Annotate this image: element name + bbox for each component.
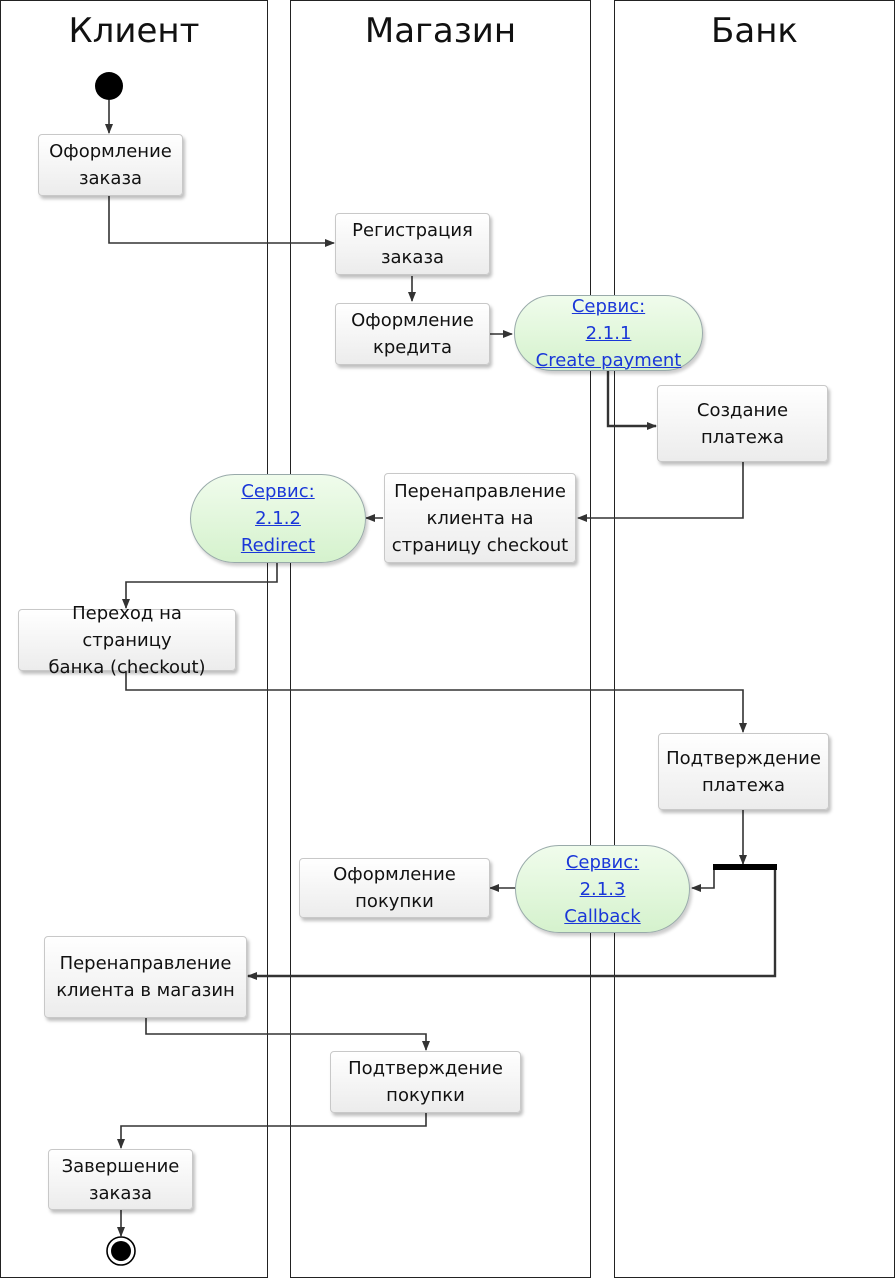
node-redirect-shop-label: Перенаправление клиента в магазин	[56, 953, 235, 1001]
node-order-complete: Завершение заказа	[48, 1149, 193, 1210]
service-callback-number[interactable]: 2.1.3	[579, 878, 626, 900]
service-callback[interactable]: Сервис: 2.1.3 Callback	[515, 845, 690, 933]
service-redirect[interactable]: Сервис: 2.1.2 Redirect	[190, 474, 366, 563]
node-payment-create: Создание платежа	[657, 385, 828, 462]
lane-bank: Банк	[614, 0, 895, 1278]
node-payment-confirm: Подтверждение платежа	[658, 733, 829, 810]
service-create-payment-title[interactable]: Сервис:	[571, 295, 646, 317]
node-purchase-form-label: Оформление покупки	[333, 864, 456, 912]
lane-title-shop: Магазин	[364, 11, 517, 51]
fork-bar	[713, 864, 777, 870]
node-goto-bank: Переход на страницу банка (checkout)	[18, 603, 236, 678]
node-order-complete-label: Завершение заказа	[61, 1155, 180, 1204]
service-callback-title[interactable]: Сервис:	[565, 851, 640, 873]
edge-fork-to-redirect-shop	[247, 868, 777, 980]
node-payment-create-label: Создание платежа	[696, 399, 789, 448]
start-node	[95, 72, 123, 100]
service-redirect-number[interactable]: 2.1.2	[255, 508, 301, 529]
node-order-form: Оформление заказа	[38, 134, 183, 196]
end-node-inner	[111, 1241, 131, 1261]
node-redirect-checkout-label: Перенаправление клиента на страницу chec…	[391, 480, 569, 556]
lane-title-client: Клиент	[68, 11, 200, 51]
node-purchase-confirm: Подтверждение покупки	[330, 1051, 521, 1113]
node-payment-confirm-label: Подтверждение платежа	[666, 747, 821, 796]
node-purchase-form: Оформление покупки	[299, 858, 490, 918]
node-redirect-checkout: Перенаправление клиента на страницу chec…	[384, 473, 576, 563]
edge-s1-to-create	[606, 370, 657, 430]
service-redirect-name[interactable]: Redirect	[240, 535, 316, 556]
node-order-registration-label: Регистрация заказа	[352, 220, 473, 268]
node-order-registration: Регистрация заказа	[335, 213, 490, 275]
node-redirect-shop: Перенаправление клиента в магазин	[44, 936, 247, 1018]
service-create-payment-name[interactable]: Create payment	[535, 349, 682, 371]
node-goto-bank-label: Переход на страницу банка (checkout)	[48, 602, 206, 678]
service-redirect-title[interactable]: Сервис:	[241, 481, 315, 502]
edge-redirect-shop-to-confirm	[145, 1018, 430, 1051]
service-create-payment[interactable]: Сервис: 2.1.1 Create payment	[514, 295, 703, 371]
node-purchase-confirm-label: Подтверждение покупки	[348, 1058, 503, 1106]
edge-fork-to-s3	[691, 868, 715, 892]
edge-order-to-reg	[108, 196, 335, 247]
edge-s2-to-goto	[122, 562, 278, 609]
edge-goto-to-confirm	[125, 671, 747, 733]
node-order-form-label: Оформление заказа	[49, 141, 172, 189]
lane-title-bank: Банк	[711, 11, 798, 51]
node-credit-form-label: Оформление кредита	[351, 310, 474, 358]
edge-create-to-redirect	[577, 462, 744, 522]
service-create-payment-number[interactable]: 2.1.1	[585, 322, 632, 344]
service-callback-name[interactable]: Callback	[564, 905, 641, 927]
node-credit-form: Оформление кредита	[335, 303, 490, 365]
edge-confirm-to-complete	[117, 1113, 427, 1149]
